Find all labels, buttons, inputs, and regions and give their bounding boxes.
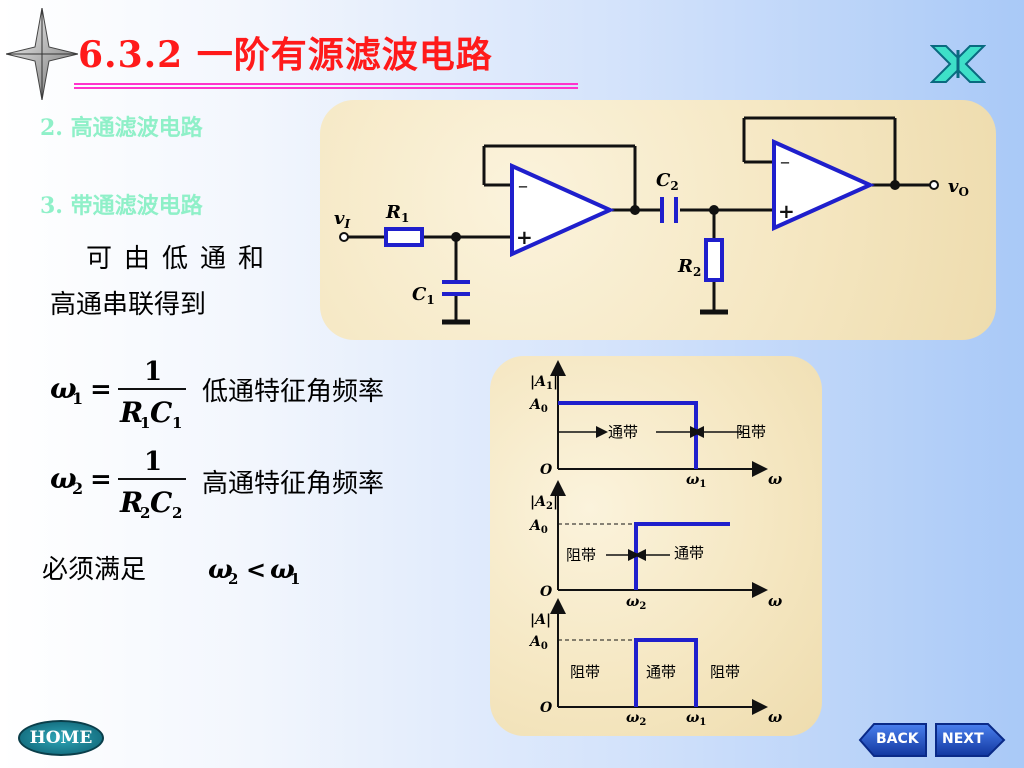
svg-text:1: 1 — [172, 414, 182, 432]
svg-text:ω2: ω2 — [626, 710, 646, 728]
svg-text:|A1|: |A1| — [530, 374, 558, 392]
svg-text:|A2|: |A2| — [530, 494, 558, 512]
svg-text:<: < — [246, 555, 266, 584]
home-button[interactable]: HOME — [18, 720, 104, 756]
condition-label: 必须满足 — [42, 555, 146, 585]
equation-omega1: ω 1 = 1 R 1 C 1 — [50, 357, 186, 432]
circuit-panel: – + – + vI R1 C1 C2 R2 vO — [320, 100, 996, 340]
svg-text:A0: A0 — [528, 634, 548, 652]
section-highpass: 2. 高通滤波电路 — [40, 115, 203, 141]
next-label: NEXT — [942, 731, 984, 747]
svg-text:2: 2 — [228, 570, 238, 588]
star-icon — [6, 8, 78, 100]
output-terminal — [929, 180, 939, 190]
svg-text:ω2: ω2 — [626, 594, 646, 612]
back-label: BACK — [876, 731, 919, 747]
intro-line-1: 可由低通和 — [86, 244, 277, 274]
next-arrow-icon — [935, 723, 1006, 757]
label-c2: C2 — [656, 170, 679, 193]
next-button[interactable]: NEXT — [934, 722, 1006, 758]
svg-text:阻带: 阻带 — [736, 423, 766, 441]
equations: ω 1 = 1 R 1 C 1 低通特征角频率 ω 2 = 1 R 2 C 2 … — [42, 357, 384, 588]
svg-text:2: 2 — [140, 504, 150, 522]
svg-text:ω: ω — [270, 555, 295, 585]
svg-text:阻带: 阻带 — [710, 663, 740, 681]
intro-line-2: 高通串联得到 — [50, 290, 207, 320]
condition-inequality: ω 2 < ω 1 — [208, 555, 300, 588]
op-amp-1 — [510, 162, 615, 258]
graph-panel: |A1| A0 O ω ω1 通带 阻带 |A2| A0 O ω ω2 阻带 通… — [490, 356, 822, 736]
svg-text:ω: ω — [208, 555, 233, 585]
svg-text:1: 1 — [144, 447, 162, 477]
lowpass-curve — [558, 401, 698, 469]
circuit-diagram: – + – + vI R1 C1 C2 R2 vO — [334, 116, 969, 325]
svg-text:2: 2 — [172, 504, 182, 522]
svg-text:1: 1 — [144, 357, 162, 387]
svg-text:通带: 通带 — [608, 423, 638, 441]
svg-text:ω1: ω1 — [686, 710, 706, 728]
svg-text:阻带: 阻带 — [566, 546, 596, 564]
svg-text:A0: A0 — [528, 518, 548, 536]
svg-text:O: O — [540, 700, 553, 716]
label-r2: R2 — [677, 256, 701, 279]
svg-text:A0: A0 — [528, 397, 548, 415]
capacitor-c1 — [442, 280, 470, 296]
svg-text:=: = — [90, 465, 112, 495]
svg-text:ω: ω — [768, 470, 782, 488]
svg-text:ω: ω — [768, 708, 782, 726]
svg-text:R: R — [119, 486, 143, 519]
svg-text:通带: 通带 — [646, 663, 676, 681]
opamp1-plus: + — [516, 225, 533, 249]
label-r1: R1 — [385, 202, 409, 225]
svg-text:1: 1 — [72, 389, 83, 408]
svg-text:C: C — [150, 396, 173, 429]
highpass-curve — [634, 522, 730, 590]
label-c1: C1 — [412, 284, 435, 307]
bandpass-curve — [634, 638, 698, 707]
resistor-r2 — [704, 238, 724, 282]
eq2-label: 高通特征角频率 — [202, 469, 384, 499]
op-amp-2 — [772, 138, 875, 232]
opamp2-plus: + — [778, 199, 795, 223]
close-icon[interactable] — [930, 42, 986, 86]
frequency-response-graphs: |A1| A0 O ω ω1 通带 阻带 |A2| A0 O ω ω2 阻带 通… — [528, 360, 782, 728]
svg-text:ω: ω — [768, 592, 782, 610]
svg-text:1: 1 — [140, 414, 150, 432]
svg-text:1: 1 — [290, 570, 300, 588]
svg-text:阻带: 阻带 — [570, 663, 600, 681]
svg-text:ω: ω — [50, 372, 77, 405]
svg-text:ω1: ω1 — [686, 472, 706, 490]
resistor-r1 — [384, 227, 424, 247]
circuit-nodes — [451, 180, 900, 242]
back-button[interactable]: BACK — [858, 722, 928, 758]
svg-text:通带: 通带 — [674, 544, 704, 562]
capacitor-c2 — [660, 197, 678, 223]
eq1-label: 低通特征角频率 — [202, 377, 384, 407]
svg-text:ω: ω — [50, 462, 77, 495]
svg-text:=: = — [90, 375, 112, 405]
graph-lowpass: |A1| A0 O ω ω1 通带 阻带 — [528, 360, 782, 490]
svg-text:R: R — [119, 396, 143, 429]
opamp2-minus: – — [780, 149, 790, 173]
opamp1-minus: – — [518, 173, 528, 197]
svg-text:C: C — [150, 486, 173, 519]
back-arrow-icon — [858, 723, 927, 757]
page-title: 6.3.2 一阶有源滤波电路 — [78, 34, 493, 76]
graph-highpass: |A2| A0 O ω ω2 阻带 通带 — [528, 480, 782, 612]
svg-text:|A|: |A| — [530, 612, 551, 628]
svg-text:O: O — [540, 462, 553, 478]
svg-text:2: 2 — [72, 479, 83, 498]
input-terminal — [339, 232, 349, 242]
title-underline — [74, 83, 578, 89]
graph-bandpass: |A| A0 O ω ω2 ω1 阻带 通带 阻带 — [528, 598, 782, 728]
label-vi: vI — [334, 208, 350, 231]
label-vo: vO — [948, 176, 969, 199]
svg-text:O: O — [540, 584, 553, 600]
section-bandpass: 3. 带通滤波电路 — [40, 193, 203, 219]
equation-omega2: ω 2 = 1 R 2 C 2 — [50, 447, 186, 522]
